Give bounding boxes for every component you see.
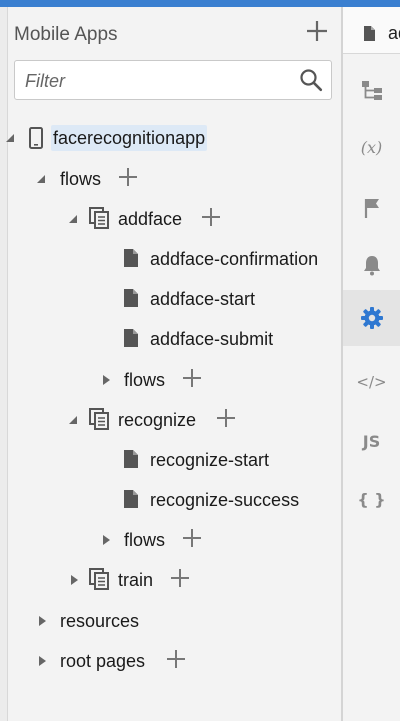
variables-icon: (x) bbox=[360, 137, 383, 157]
pane-splitter[interactable] bbox=[341, 7, 343, 721]
page-file-icon bbox=[124, 329, 138, 347]
tree-label-addface-start: addface-start bbox=[150, 289, 256, 309]
tree-item-root-pages[interactable]: root pages bbox=[0, 648, 341, 674]
tree-item-recognize[interactable]: recognize bbox=[0, 407, 341, 433]
source-code-icon: </> bbox=[356, 373, 387, 391]
expand-triangle-icon[interactable] bbox=[68, 574, 80, 586]
add-addface-plus-icon[interactable] bbox=[200, 206, 222, 228]
rail-structure-button[interactable] bbox=[343, 62, 400, 118]
flow-stack-icon bbox=[89, 408, 109, 430]
tree-label-recognize: recognize bbox=[118, 410, 197, 430]
rail-json-button[interactable]: { } bbox=[343, 471, 400, 527]
tree-item-recognize-flows[interactable]: flows bbox=[0, 527, 341, 553]
tree-item-recognize-success[interactable]: recognize-success bbox=[0, 487, 341, 513]
tree-label-addface-submit: addface-submit bbox=[150, 329, 274, 349]
tree-label-addface: addface bbox=[118, 209, 183, 229]
tab-file-icon bbox=[364, 26, 375, 41]
rail-settings-button[interactable] bbox=[343, 290, 400, 346]
page-file-icon bbox=[124, 289, 138, 307]
gear-icon bbox=[360, 307, 383, 329]
rail-events-button[interactable] bbox=[343, 180, 400, 236]
bell-icon bbox=[363, 256, 380, 276]
collapse-triangle-icon[interactable] bbox=[35, 173, 47, 185]
tree-item-train[interactable]: train bbox=[0, 567, 341, 593]
property-rail bbox=[343, 7, 400, 721]
tree-item-addface[interactable]: addface bbox=[0, 206, 341, 232]
flag-icon bbox=[364, 199, 379, 218]
rail-source-button[interactable]: </> bbox=[343, 354, 400, 410]
add-app-plus-icon[interactable] bbox=[304, 18, 330, 44]
add-train-plus-icon[interactable] bbox=[169, 567, 191, 589]
page-file-icon bbox=[124, 490, 138, 508]
json-braces-icon: { } bbox=[357, 489, 386, 509]
add-subflow-plus-icon[interactable] bbox=[181, 367, 203, 389]
pane-title: Mobile Apps bbox=[14, 24, 118, 45]
collapse-triangle-icon[interactable] bbox=[67, 414, 79, 426]
collapse-triangle-icon[interactable] bbox=[67, 213, 79, 225]
tree-label-recognize-flows: flows bbox=[124, 530, 166, 550]
flow-stack-icon bbox=[89, 568, 109, 590]
flow-stack-icon bbox=[89, 207, 109, 229]
page-file-icon bbox=[124, 249, 138, 267]
tree-label-recognize-start: recognize-start bbox=[150, 450, 270, 470]
tree-item-addface-start[interactable]: addface-start bbox=[0, 286, 341, 312]
tree-label-root-pages: root pages bbox=[60, 651, 146, 671]
left-edge-strip bbox=[0, 7, 8, 721]
tree-item-flows[interactable]: flows bbox=[0, 166, 341, 192]
page-file-icon bbox=[124, 450, 138, 468]
add-recognize-plus-icon[interactable] bbox=[215, 407, 237, 429]
expand-triangle-icon[interactable] bbox=[100, 374, 112, 386]
editor-tab-label[interactable]: ad bbox=[388, 23, 400, 43]
add-flow-plus-icon[interactable] bbox=[117, 166, 139, 188]
search-icon[interactable] bbox=[299, 68, 323, 92]
tree-label-app: facerecognitionapp bbox=[51, 125, 208, 151]
add-subflow-plus-icon[interactable] bbox=[181, 527, 203, 549]
expand-triangle-icon[interactable] bbox=[36, 655, 48, 667]
tree-label-resources: resources bbox=[60, 611, 140, 631]
mobile-device-icon bbox=[29, 127, 43, 149]
tree-item-app[interactable]: facerecognitionapp bbox=[0, 125, 341, 151]
filter-box bbox=[14, 60, 332, 101]
add-root-page-plus-icon[interactable] bbox=[165, 648, 187, 670]
rail-js-button[interactable]: JS bbox=[343, 413, 400, 469]
expand-triangle-icon[interactable] bbox=[100, 534, 112, 546]
tree-label-train: train bbox=[118, 570, 154, 590]
collapse-triangle-icon[interactable] bbox=[4, 132, 16, 144]
tree-label-flows: flows bbox=[60, 169, 102, 189]
window-accent-bar bbox=[0, 0, 400, 7]
rail-notifications-button[interactable] bbox=[343, 237, 400, 293]
tree-label-addface-confirmation: addface-confirmation bbox=[150, 249, 319, 269]
tree-item-addface-confirmation[interactable]: addface-confirmation bbox=[0, 246, 341, 272]
expand-triangle-icon[interactable] bbox=[36, 615, 48, 627]
js-icon: JS bbox=[362, 431, 381, 451]
tree-item-recognize-start[interactable]: recognize-start bbox=[0, 447, 341, 473]
tree-item-resources[interactable]: resources bbox=[0, 608, 341, 634]
filter-input[interactable] bbox=[23, 61, 297, 101]
tree-item-addface-flows[interactable]: flows bbox=[0, 367, 341, 393]
rail-variables-button[interactable]: (x) bbox=[343, 119, 400, 175]
tree-label-addface-flows: flows bbox=[124, 370, 166, 390]
tree-label-recognize-success: recognize-success bbox=[150, 490, 300, 510]
structure-tree-icon bbox=[361, 81, 382, 100]
tree-item-addface-submit[interactable]: addface-submit bbox=[0, 326, 341, 352]
